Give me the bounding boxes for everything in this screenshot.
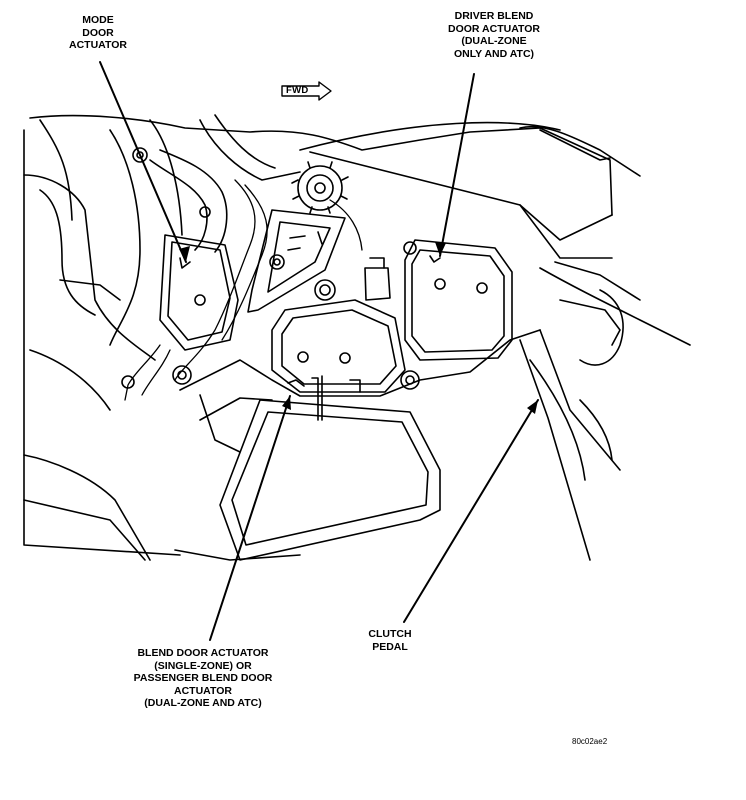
driver-blend-door-actuator-body <box>403 239 513 361</box>
label-line: PASSENGER BLEND DOOR <box>133 672 273 684</box>
driver-blend-door-actuator-label: DRIVER BLEND DOOR ACTUATOR (DUAL-ZONE ON… <box>430 10 558 60</box>
leader-clutch <box>403 399 539 623</box>
mounting-bracket <box>247 209 346 313</box>
leader-mode-door-arrowhead <box>179 246 190 262</box>
steering-column-pedal-area <box>519 261 691 561</box>
vacuum-hose <box>149 114 301 253</box>
dash-panel-outline <box>29 114 641 259</box>
label-line: DRIVER BLEND <box>454 10 534 22</box>
leader-lines <box>99 61 539 641</box>
blower-gear <box>291 161 349 214</box>
figure-code: 80c02ae2 <box>572 737 608 746</box>
forward-direction-indicator: FWD <box>281 81 333 101</box>
mode-door-actuator-label: MODE DOOR ACTUATOR <box>56 14 140 52</box>
leader-mode-door <box>99 61 187 263</box>
blend-door-actuator-body <box>271 279 406 421</box>
mode-door-actuator-body <box>159 234 239 351</box>
label-line: (SINGLE-ZONE) OR <box>154 659 252 672</box>
label-line: BLEND DOOR ACTUATOR <box>137 647 269 659</box>
label-line: MODE <box>82 14 114 26</box>
label-line: (DUAL-ZONE AND ATC) <box>144 697 262 709</box>
label-line: DOOR ACTUATOR <box>448 22 540 35</box>
label-line: CLUTCH <box>368 628 412 640</box>
leader-blend-door-arrowhead <box>282 396 291 410</box>
fasteners <box>121 147 211 389</box>
leader-clutch-arrowhead <box>527 400 538 414</box>
leader-blend-door <box>209 395 291 641</box>
label-line: ONLY AND ATC) <box>453 47 535 60</box>
leader-driver-blend-arrowhead <box>435 242 446 256</box>
label-line: ACTUATOR <box>69 39 127 51</box>
electrical-connector <box>364 257 391 301</box>
label-line: PEDAL <box>372 640 408 653</box>
clutch-pedal-label: CLUTCH PEDAL <box>352 628 428 653</box>
wiring-harness <box>124 179 363 401</box>
blend-door-actuator-label: BLEND DOOR ACTUATOR (SINGLE-ZONE) OR PAS… <box>110 647 296 710</box>
forward-label: FWD <box>286 85 309 96</box>
leader-driver-blend <box>439 73 475 257</box>
label-line: ACTUATOR <box>174 684 232 697</box>
label-line: (DUAL-ZONE <box>461 35 527 47</box>
forward-arrow-icon <box>281 81 332 101</box>
label-line: DOOR <box>82 26 114 39</box>
lower-duct-housing <box>172 329 541 561</box>
left-duct-structure <box>23 119 183 561</box>
